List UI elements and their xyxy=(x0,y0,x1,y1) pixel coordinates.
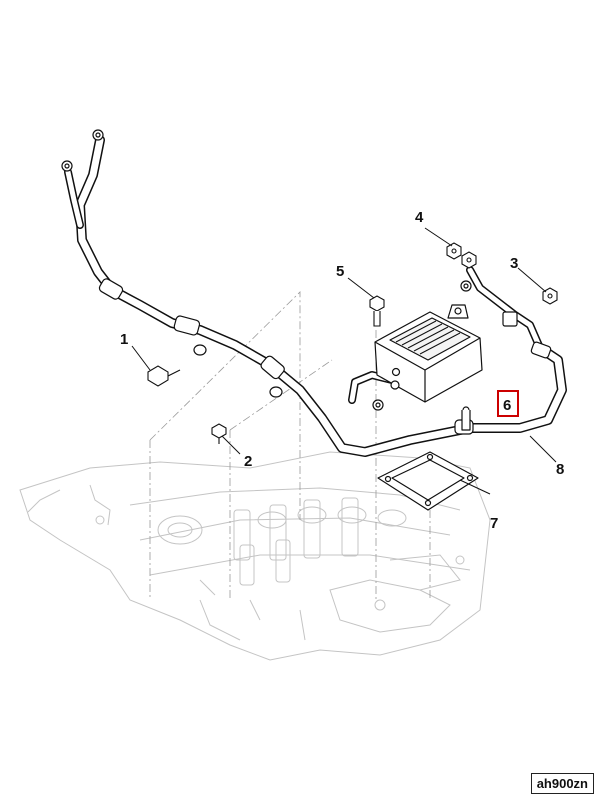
bolt-part-5 xyxy=(369,295,385,327)
callout-6: 6 xyxy=(503,397,511,414)
wiring-harness xyxy=(64,135,567,457)
engine-cylinder-head-outline xyxy=(19,451,491,661)
heater-module xyxy=(374,304,483,431)
bolt-part-1 xyxy=(147,365,181,387)
gasket xyxy=(377,451,479,511)
callout-5: 5 xyxy=(336,263,344,280)
ring-terminals xyxy=(61,129,472,411)
callout-4: 4 xyxy=(415,209,424,226)
bolt-part-2 xyxy=(211,423,227,444)
nuts-part-4 xyxy=(446,242,477,269)
reference-code: ah900zn xyxy=(530,773,594,794)
callout-3: 3 xyxy=(510,255,518,272)
callout-labels: 1 2 3 4 5 6 7 8 xyxy=(120,209,564,532)
callout-6-highlight-box xyxy=(497,390,519,417)
harness-clamps xyxy=(98,278,552,435)
callout-leaders xyxy=(131,227,557,495)
callout-1: 1 xyxy=(120,331,128,348)
callout-7: 7 xyxy=(490,515,498,532)
nut-part-3 xyxy=(542,287,558,305)
callout-2: 2 xyxy=(244,453,252,470)
callout-8: 8 xyxy=(556,461,564,478)
